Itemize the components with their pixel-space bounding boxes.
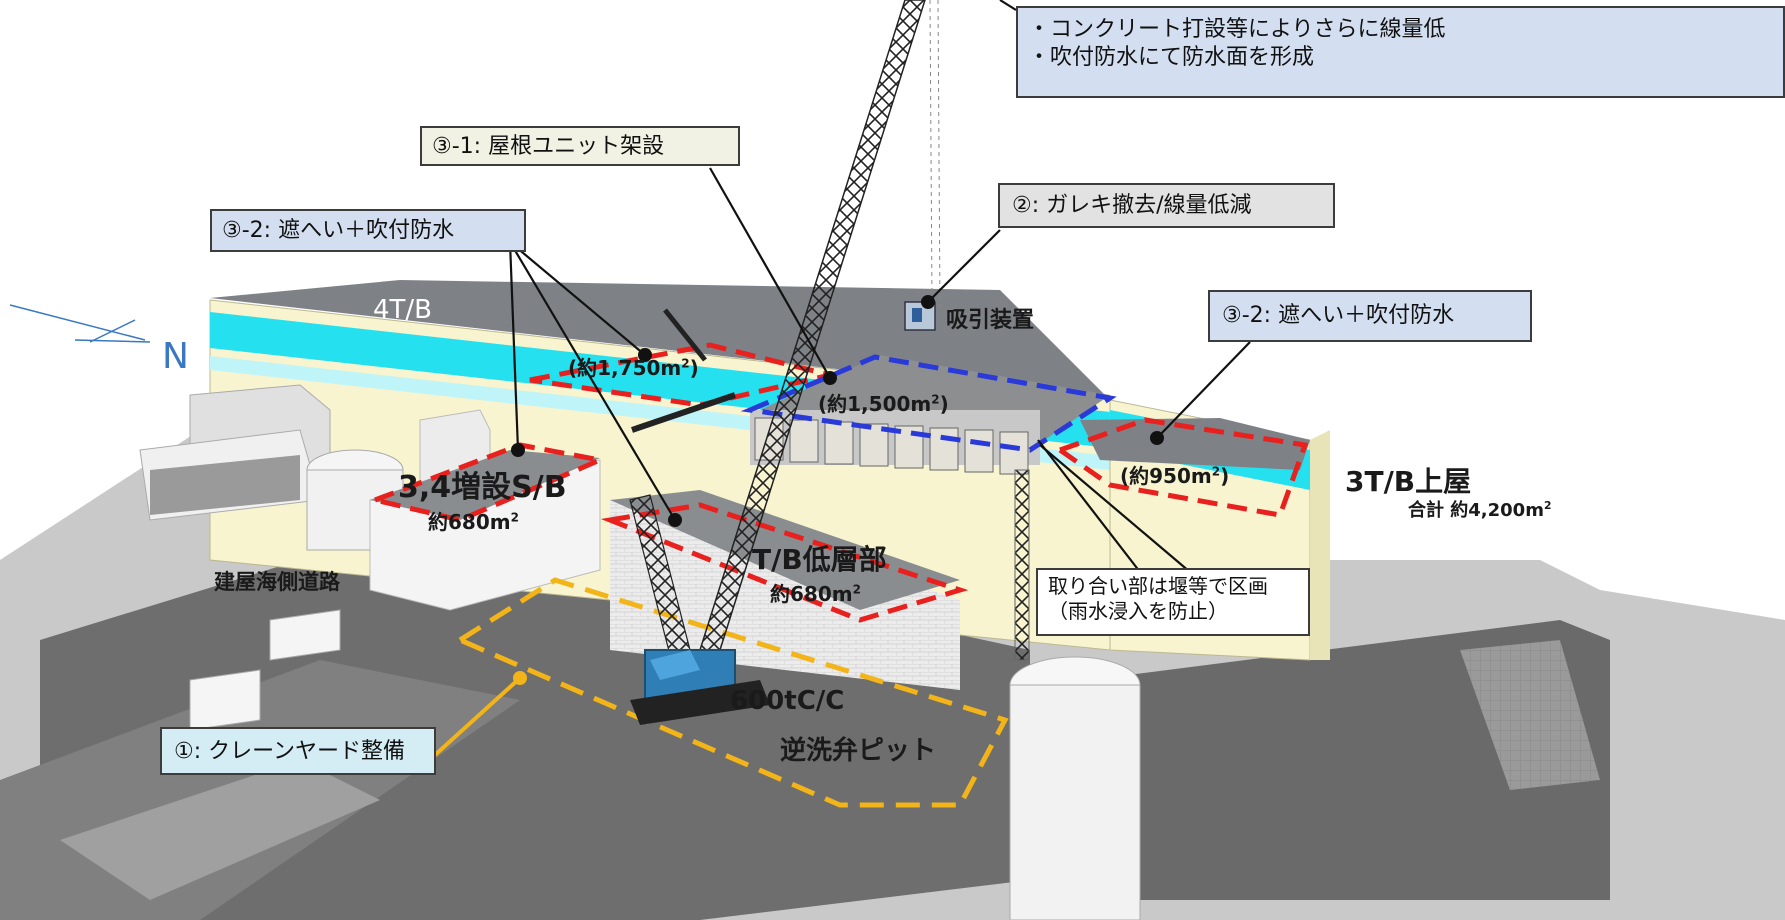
callout-roof-unit: ③-1: 屋根ユニット架設 [420,126,740,166]
label-crane: 600tC/C [730,686,845,716]
callout-crane-yard: ①: クレーンヤード整備 [160,727,436,775]
callout-rubble-removal: ②: ガレキ撤去/線量低減 [998,183,1335,228]
label-sb-name: 3,4増設S/B [398,470,567,505]
callout-top-right-line2: ・吹付防水にて防水面を形成 [1028,44,1315,70]
label-area-1500-text: (約1,500m [818,392,932,416]
left-buildings [139,384,1141,920]
label-total-area: 合計 約4,200m2 [1408,496,1551,522]
callout-shield-right: ③-2: 遮へい＋吹付防水 [1208,290,1532,342]
north-arrow [9,304,151,343]
label-total-area-text: 合計 約4,200m [1408,500,1544,521]
crawler-crane [629,0,1030,725]
label-tb-low-area-sup: 2 [852,582,861,597]
label-area-950-sup: 2 [1211,464,1221,479]
callout-crane-yard-text: ①: クレーンヤード整備 [174,739,406,764]
crane-yard-area [454,577,1009,808]
callout-roof-unit-text: ③-1: 屋根ユニット架設 [432,134,665,159]
label-north: N [162,336,189,377]
label-total-area-sup: 2 [1543,499,1552,512]
callout-junction: 取り合い部は堰等で区画 （雨水浸入を防止） [1036,568,1310,636]
label-area-1500: (約1,500m2) [818,388,949,417]
label-sb-area: 約680m2 [428,506,519,535]
callout-top-right: ・コンクリート打設等によりさらに線量低 ・吹付防水にて防水面を形成 [1016,6,1785,98]
label-area-950: (約950m2) [1120,460,1229,489]
label-area-950-text: (約950m [1120,464,1212,488]
turbine-building [209,280,1330,690]
label-area-1750-text: (約1,750m [568,356,682,380]
label-tb-low-area: 約680m2 [770,578,861,607]
label-area-1500-sup: 2 [931,392,940,407]
label-area-1750: (約1,750m2) [568,352,699,381]
callout-junction-line2: （雨水浸入を防止） [1048,599,1228,623]
callout-shield-left: ③-2: 遮へい＋吹付防水 [210,209,526,252]
label-3tb: 3T/B上屋 [1345,465,1472,498]
label-area-1500-paren: ) [939,392,949,416]
label-suction-device: 吸引装置 [946,308,1035,333]
callout-rubble-removal-text: ②: ガレキ撤去/線量低減 [1012,193,1252,218]
callout-shield-left-text: ③-2: 遮へい＋吹付防水 [222,218,455,243]
label-area-1750-paren: ) [689,356,699,380]
label-4tb: 4T/B [373,295,433,325]
label-pit: 逆洗弁ピット [780,736,937,766]
label-area-1750-sup: 2 [681,356,690,371]
callout-top-right-line1: ・コンクリート打設等によりさらに線量低 [1028,17,1446,42]
label-tb-low-name: T/B低層部 [752,543,887,576]
label-area-950-paren: ) [1220,464,1230,488]
label-sb-area-text: 約680m [428,510,511,534]
label-seaside-road: 建屋海側道路 [214,570,340,594]
label-tb-low-area-text: 約680m [770,582,853,606]
label-sb-area-sup: 2 [510,510,519,525]
callout-junction-line1: 取り合い部は堰等で区画 [1048,574,1268,598]
leader-lines [434,0,1251,756]
callout-shield-right-text: ③-2: 遮へい＋吹付防水 [1222,303,1455,328]
